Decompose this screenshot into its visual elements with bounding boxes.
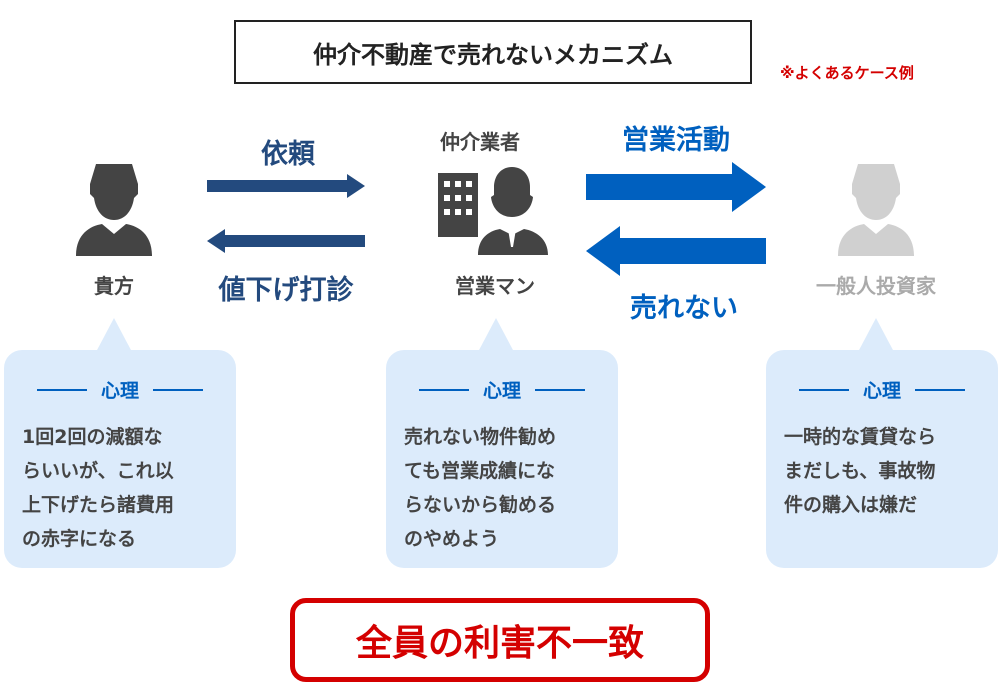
bubble-heading: 心理 <box>482 380 521 402</box>
bubble-line: のやめよう <box>404 528 500 550</box>
price-cut-arrow <box>207 229 365 253</box>
bubble-line: らいいが、これ以 <box>22 460 174 482</box>
bubble-line: 1回2回の減額な <box>22 426 163 448</box>
not-sold-label: 売れない <box>630 293 738 324</box>
request-arrow <box>207 174 365 198</box>
bubble-line: らないから勧める <box>404 494 557 516</box>
conclusion-box: 全員の利害不一致 <box>290 598 710 682</box>
bubble-line: ても営業成績にな <box>404 460 556 482</box>
agent-psychology-bubble: 心理 売れない物件勧めても営業成績にならないから勧めるのやめよう <box>386 318 618 568</box>
agent-label: 営業マン <box>455 274 535 298</box>
bubble-line: まだしも、事故物 <box>784 460 936 482</box>
bubble-line: 上下げたら諸費用 <box>22 494 175 516</box>
bubble-heading: 心理 <box>862 380 901 402</box>
investor-psychology-bubble: 心理 一時的な賃貸ならまだしも、事故物件の購入は嫌だ <box>766 318 998 568</box>
diagram-title: 仲介不動産で売れないメカニズム <box>234 20 752 84</box>
bubble-heading: 心理 <box>100 380 139 402</box>
bubble-line: の赤字になる <box>22 528 137 550</box>
owner-label: 貴方 <box>94 274 134 298</box>
not-sold-arrow <box>586 226 766 276</box>
case-note: ※よくあるケース例 <box>780 64 914 82</box>
price-cut-label: 値下げ打診 <box>218 275 354 306</box>
bubble-line: 件の購入は嫌だ <box>784 494 918 516</box>
sales-activity-arrow <box>586 162 766 212</box>
investor-label: 一般人投資家 <box>816 274 936 298</box>
sales-activity-label: 営業活動 <box>622 125 730 156</box>
person-icon-owner <box>76 164 152 256</box>
bubble-line: 売れない物件勧め <box>404 426 557 448</box>
person-icon-investor <box>838 164 914 256</box>
owner-psychology-bubble: 心理 1回2回の減額ならいいが、これ以上下げたら諸費用の赤字になる <box>4 318 236 568</box>
request-label: 依頼 <box>261 139 315 170</box>
bubble-line: 一時的な賃貸なら <box>784 426 937 448</box>
agent-header-label: 仲介業者 <box>440 130 520 154</box>
agent-icon <box>438 167 548 255</box>
